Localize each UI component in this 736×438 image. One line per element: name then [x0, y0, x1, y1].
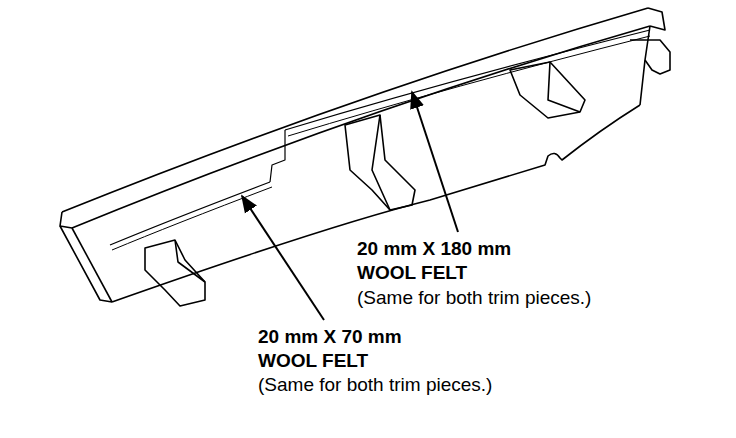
felt-step	[270, 130, 285, 182]
callout-label: 20 mm X 70 mm	[258, 326, 402, 348]
clip-tab	[630, 40, 670, 74]
clip-tab	[145, 240, 205, 306]
clip-tab	[345, 115, 415, 210]
clip-tab	[372, 115, 390, 210]
felt-strip	[112, 187, 272, 250]
callout-label: (Same for both trim pieces.)	[357, 287, 591, 309]
callout-label: (Same for both trim pieces.)	[258, 374, 492, 396]
trim-edge	[112, 105, 640, 302]
felt-strip	[288, 36, 650, 136]
callout-label: WOOL FELT	[357, 262, 467, 284]
clip-tab	[548, 62, 580, 112]
felt-strip	[285, 30, 650, 130]
trim-edge	[72, 228, 112, 302]
leader-line	[242, 196, 324, 320]
trim-edge	[72, 26, 650, 228]
trim-edge	[60, 226, 112, 302]
felt-strip	[110, 182, 270, 245]
callout-label: 20 mm X 180 mm	[357, 238, 511, 260]
clip-tab	[175, 240, 205, 282]
trim-edge	[62, 8, 648, 212]
clip-tab	[510, 62, 585, 118]
trim-edge	[60, 212, 72, 228]
trim-piece	[60, 8, 670, 306]
callout-label: WOOL FELT	[258, 350, 368, 372]
leader-line	[412, 92, 458, 232]
